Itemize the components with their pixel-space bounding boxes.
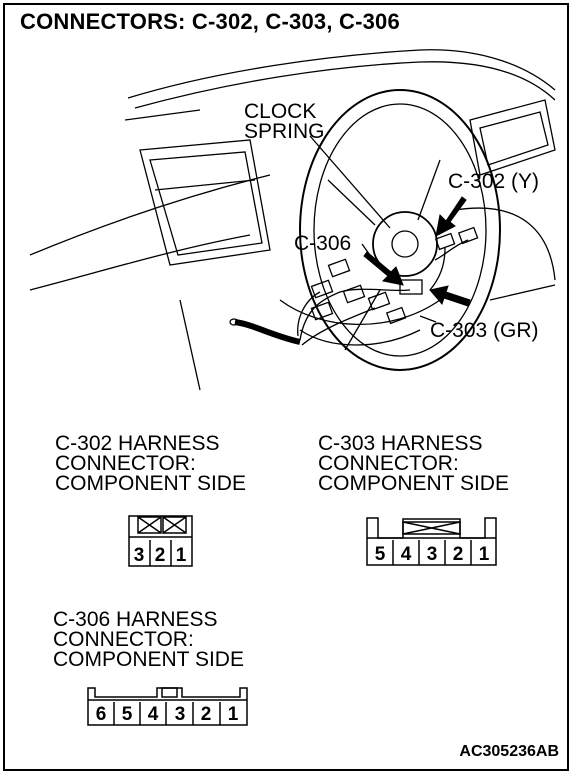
connector-c302-face: 3 2 1	[128, 515, 193, 567]
pin-label: 2	[453, 544, 464, 565]
callout-c303: C-303 (GR)	[430, 319, 539, 342]
pin-label: 3	[427, 544, 438, 565]
arrow-c302	[435, 196, 467, 237]
page-title: CONNECTORS: C-302, C-303, C-306	[20, 9, 400, 34]
callout-c306: C-306	[294, 232, 352, 255]
callout-clock-spring: CLOCK SPRING	[244, 100, 325, 143]
connector-c306-label: C-306 HARNESS CONNECTOR: COMPONENT SIDE	[53, 608, 244, 671]
pin-label: 1	[228, 704, 239, 725]
pin-label: 1	[479, 544, 490, 565]
connector-c303-label: C-303 HARNESS CONNECTOR: COMPONENT SIDE	[318, 432, 509, 495]
pin-label: 5	[122, 704, 133, 725]
pin-label: 3	[134, 545, 145, 566]
pin-label: 5	[375, 544, 386, 565]
pin-label: 6	[96, 704, 107, 725]
connector-c306-face: 6 5 4 3 2 1	[87, 687, 248, 726]
figure-frame	[3, 3, 569, 771]
pin-label: 4	[401, 544, 412, 565]
pin-label: 2	[201, 704, 212, 725]
callout-c302: C-302 (Y)	[448, 170, 540, 193]
pin-label: 2	[155, 545, 166, 566]
figure-code: AC305236AB	[459, 743, 559, 760]
connector-c302-label: C-302 HARNESS CONNECTOR: COMPONENT SIDE	[55, 432, 246, 495]
pin-label: 4	[148, 704, 159, 725]
pin-label: 3	[175, 704, 186, 725]
connector-c303-face: 5 4 3 2 1	[366, 517, 497, 566]
arrow-c303	[429, 285, 471, 307]
arrow-c306	[363, 251, 404, 286]
pin-label: 1	[176, 545, 187, 566]
